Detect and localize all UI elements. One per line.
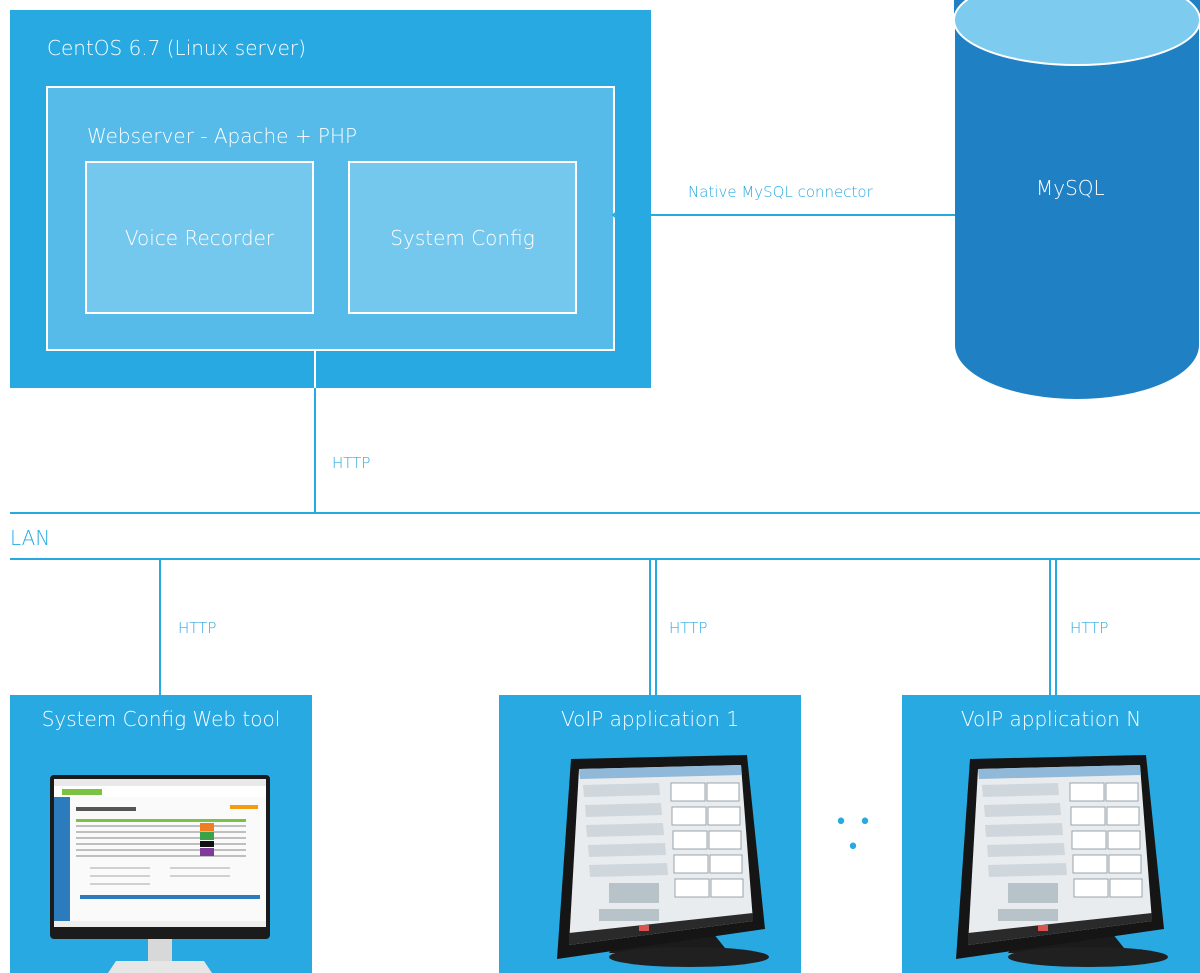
client-drop-3b xyxy=(1055,558,1057,698)
client-link-label-1: HTTP xyxy=(178,619,217,637)
lan-bus-lower xyxy=(10,558,1200,560)
arrow-left-icon xyxy=(611,207,623,223)
lan-label: LAN xyxy=(10,526,51,550)
client-link-label-3: HTTP xyxy=(1070,619,1109,637)
client-box-voip-1: VoIP application 1 xyxy=(499,695,801,973)
client-drop-3a xyxy=(1049,558,1051,698)
monitor-icon xyxy=(50,775,270,973)
ellipsis: • • • xyxy=(834,810,874,860)
server-link-label: HTTP xyxy=(332,454,371,472)
connector-label: Native MySQL connector xyxy=(688,183,873,201)
system-config-module: System Config xyxy=(348,161,577,314)
mysql-label: MySQL xyxy=(1036,176,1105,200)
client-title-3: VoIP application N xyxy=(960,707,1142,731)
client-drop-2b xyxy=(655,558,657,698)
mysql-cylinder xyxy=(953,0,1200,400)
client-title-2: VoIP application 1 xyxy=(560,707,740,731)
touchscreen-terminal-icon xyxy=(956,755,1168,967)
client-drop-2a xyxy=(649,558,651,698)
lan-bus-upper xyxy=(10,512,1200,514)
server-title: CentOS 6.7 (Linux server) xyxy=(47,36,306,60)
server-link-line xyxy=(314,388,316,514)
client-box-web-tool: System Config Web tool xyxy=(10,695,312,973)
touchscreen-terminal-icon xyxy=(557,755,769,967)
webserver-title: Webserver - Apache + PHP xyxy=(87,124,358,148)
server-link-inner xyxy=(314,351,316,388)
server-box: CentOS 6.7 (Linux server) Webserver - Ap… xyxy=(10,10,651,388)
client-box-voip-n: VoIP application N xyxy=(902,695,1200,973)
webserver-box: Webserver - Apache + PHP Voice Recorder … xyxy=(46,86,615,351)
client-drop-1b xyxy=(159,558,161,698)
mysql-connector-line xyxy=(616,214,955,216)
client-title-1: System Config Web tool xyxy=(41,707,281,731)
client-link-label-2: HTTP xyxy=(669,619,708,637)
voice-recorder-module: Voice Recorder xyxy=(85,161,314,314)
